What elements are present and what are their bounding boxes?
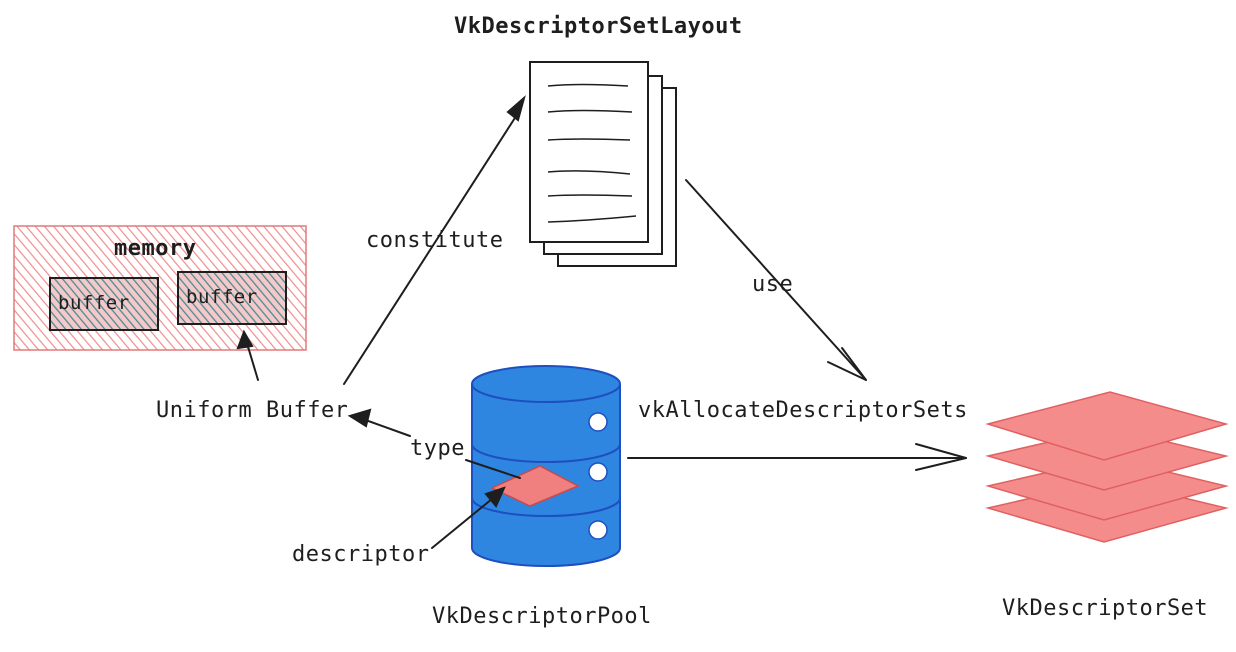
- type-label: type: [410, 436, 465, 461]
- memory-label: memory: [114, 236, 197, 261]
- pool-label: VkDescriptorPool: [432, 604, 652, 629]
- use-label: use: [752, 272, 794, 297]
- database-cylinder-icon: [471, 365, 621, 567]
- use-arrow: [685, 179, 867, 381]
- document-stack-icon: [529, 61, 677, 267]
- buffer-label-2: buffer: [186, 286, 258, 308]
- constitute-label: constitute: [366, 228, 504, 253]
- descriptor-arrow: [431, 493, 499, 549]
- descriptor-diamond: [490, 465, 580, 507]
- uniform-buffer-label: Uniform Buffer: [156, 398, 349, 423]
- buffer-label-1: buffer: [58, 292, 130, 314]
- layout-title: VkDescriptorSetLayout: [454, 14, 743, 39]
- buffer-box-1: [49, 277, 159, 331]
- allocate-label: vkAllocateDescriptorSets: [638, 398, 968, 423]
- descriptor-set-stack-icon: [985, 391, 1229, 543]
- connectors: [236, 95, 967, 549]
- buffer-box-2: [177, 271, 287, 325]
- memory-block: [13, 225, 307, 351]
- type-arrow: [359, 417, 411, 437]
- descriptor-set-label: VkDescriptorSet: [1002, 596, 1209, 621]
- descriptor-label: descriptor: [292, 542, 430, 567]
- constitute-arrowhead: [506, 95, 526, 122]
- constitute-arrow: [343, 109, 521, 385]
